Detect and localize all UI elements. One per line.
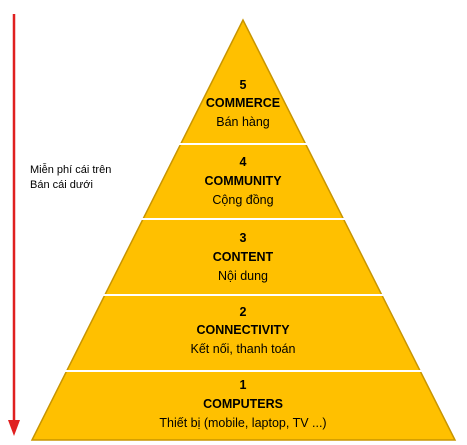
layer-3-title: CONTENT <box>213 250 274 264</box>
layer-5: 5 COMMERCE Bán hàng <box>206 78 280 129</box>
layer-2-title: CONNECTIVITY <box>196 323 290 337</box>
down-arrow-head <box>8 420 20 436</box>
layer-1: 1 COMPUTERS Thiết bị (mobile, laptop, TV… <box>159 378 326 430</box>
layer-5-title: COMMERCE <box>206 96 280 110</box>
layer-1-number: 1 <box>240 378 247 392</box>
down-arrow <box>8 14 20 436</box>
side-note-line-2: Bán cái dưới <box>30 179 93 191</box>
pyramid-body <box>30 18 457 441</box>
layer-2: 2 CONNECTIVITY Kết nối, thanh toán <box>191 305 296 356</box>
pyramid <box>30 18 457 441</box>
side-note: Miễn phí cái trên Bán cái dưới <box>30 163 111 193</box>
layer-1-title: COMPUTERS <box>203 397 283 411</box>
layer-4-number: 4 <box>240 155 247 169</box>
side-note-line-1: Miễn phí cái trên <box>30 164 112 176</box>
layer-2-subtitle: Kết nối, thanh toán <box>191 342 296 356</box>
layer-5-number: 5 <box>240 78 247 92</box>
layer-4: 4 COMMUNITY Cộng đồng <box>204 155 282 207</box>
layer-3: 3 CONTENT Nội dung <box>213 231 274 283</box>
layer-4-title: COMMUNITY <box>204 174 282 188</box>
layer-5-subtitle: Bán hàng <box>216 115 270 129</box>
layer-4-subtitle: Cộng đồng <box>212 193 273 207</box>
layer-3-subtitle: Nội dung <box>218 269 268 283</box>
layer-1-subtitle: Thiết bị (mobile, laptop, TV ...) <box>159 416 326 430</box>
layer-3-number: 3 <box>240 231 247 245</box>
layer-2-number: 2 <box>240 305 247 319</box>
